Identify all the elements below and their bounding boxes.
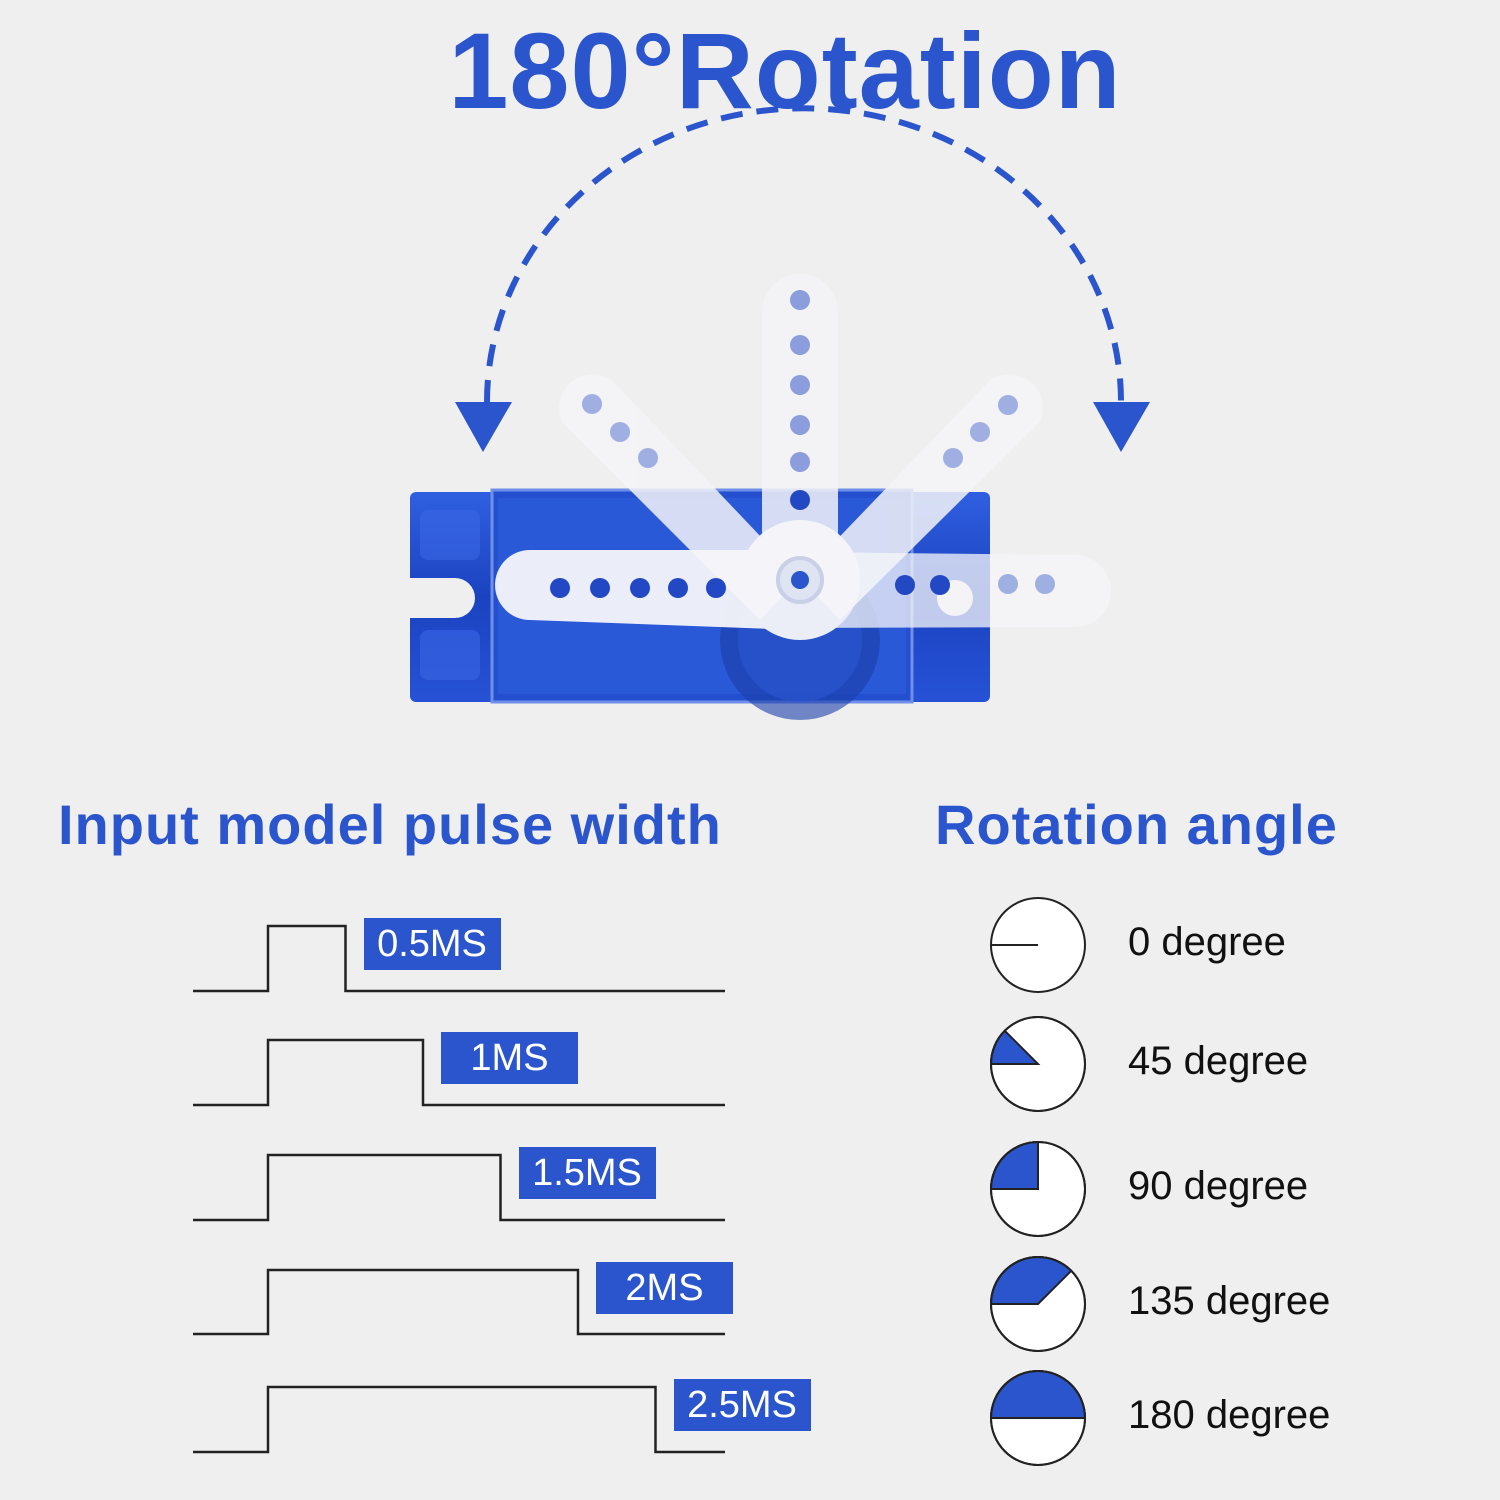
angle-label: 180 degree bbox=[1128, 1393, 1331, 1437]
arrow-right-icon bbox=[1093, 402, 1150, 452]
pulse-width-label: 1.5MS bbox=[518, 1147, 656, 1199]
pulse-width-label: 1MS bbox=[441, 1032, 578, 1084]
arrow-left-icon bbox=[455, 402, 512, 452]
pulse-width-label: 2MS bbox=[596, 1262, 733, 1314]
pulse-width-label: 2.5MS bbox=[673, 1379, 811, 1431]
rotation-angle-heading: Rotation angle bbox=[935, 793, 1338, 856]
angle-pie-90 bbox=[989, 1140, 1086, 1237]
angle-pie-45 bbox=[989, 1016, 1086, 1112]
page-title: 180°Rotation bbox=[448, 10, 1122, 131]
angle-pie-0 bbox=[990, 897, 1086, 993]
angle-label: 0 degree bbox=[1128, 920, 1286, 964]
angle-pie-180 bbox=[989, 1370, 1087, 1466]
angle-label: 135 degree bbox=[1128, 1279, 1331, 1323]
pulse-waveform-0 bbox=[193, 924, 725, 993]
pulse-waveform-4 bbox=[193, 1385, 725, 1454]
angle-label: 45 degree bbox=[1128, 1039, 1309, 1083]
rotation-arc bbox=[484, 105, 1124, 403]
angle-pie-135 bbox=[989, 1256, 1086, 1352]
horn-holes bbox=[550, 290, 1055, 598]
pulse-width-heading: Input model pulse width bbox=[58, 793, 722, 856]
pulse-waveform-2 bbox=[193, 1153, 725, 1222]
pulse-waveforms bbox=[193, 924, 725, 1454]
servo-illustration bbox=[410, 105, 1150, 720]
angle-label: 90 degree bbox=[1128, 1164, 1309, 1208]
pulse-width-label: 0.5MS bbox=[363, 918, 501, 970]
pulse-waveform-3 bbox=[193, 1268, 725, 1336]
pulse-waveform-1 bbox=[193, 1038, 725, 1107]
